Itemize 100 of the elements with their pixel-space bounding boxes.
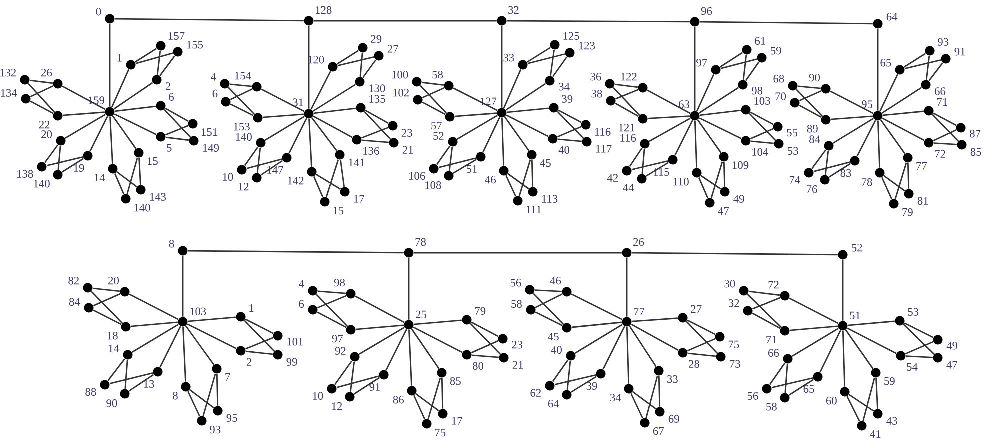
node-label: 58: [432, 70, 444, 79]
node-label: 2: [166, 82, 171, 90]
edge-line: [65, 114, 106, 139]
vertex: 149: [189, 136, 220, 152]
edge-line: [504, 116, 530, 152]
edge-line: [62, 86, 106, 110]
vertex: 140: [236, 133, 266, 148]
edge-line: [63, 112, 105, 116]
edge-line: [470, 323, 501, 355]
vertex: 85: [437, 368, 461, 386]
vertex: 4: [299, 280, 318, 296]
vertex: 82: [68, 277, 93, 293]
node-label: 98: [334, 278, 346, 287]
node-label: 110: [674, 178, 689, 186]
node-label: 99: [286, 358, 298, 366]
edge-line: [124, 360, 128, 389]
edge-line: [28, 83, 56, 113]
vertex: 80: [462, 350, 484, 370]
vertex: 45: [548, 323, 572, 341]
edge-line: [881, 177, 893, 200]
vertex: 77: [622, 308, 645, 327]
node-label: 45: [540, 159, 551, 168]
edge-line: [798, 86, 821, 90]
edge-line: [646, 162, 670, 177]
edge-line: [876, 378, 878, 409]
edge-line: [308, 119, 312, 167]
edge-line: [355, 296, 405, 324]
vertex: 15: [134, 148, 158, 166]
node-label: 66: [935, 88, 946, 96]
edge-line: [845, 330, 874, 370]
node-label: 103: [190, 308, 206, 316]
vertex: 5: [156, 132, 172, 152]
edge-line: [904, 322, 934, 338]
edge-line: [246, 350, 274, 356]
vertex: 59: [871, 368, 895, 386]
node-label: 32: [728, 299, 740, 308]
edge-line: [674, 120, 694, 156]
vertex: 26: [622, 238, 644, 258]
edge-line: [216, 374, 219, 406]
edge-line: [420, 85, 448, 114]
node-label: 153: [234, 123, 250, 131]
node-label: 95: [226, 414, 238, 422]
edge-line: [501, 118, 505, 166]
edge-line: [507, 108, 549, 114]
edge-line: [699, 118, 742, 140]
edge-line: [698, 87, 740, 114]
node-label: 121: [619, 124, 635, 132]
edge-line: [907, 163, 910, 189]
edge-line: [310, 71, 332, 110]
edge-line: [820, 330, 842, 373]
edge-line: [336, 50, 360, 65]
node-label: 6: [212, 90, 218, 98]
node-label: 39: [586, 382, 598, 390]
node-label: 18: [108, 332, 118, 340]
edge-line: [202, 374, 216, 416]
node-label: 65: [880, 59, 892, 67]
edge-line: [350, 362, 356, 392]
edge-line: [256, 148, 262, 174]
vertex: 30: [724, 280, 749, 296]
vertex: 89: [807, 115, 831, 133]
vertex: 92: [335, 347, 360, 362]
edge-line: [114, 114, 157, 136]
edge-line: [882, 87, 922, 114]
edge-line: [630, 393, 644, 419]
edge-line: [894, 162, 908, 200]
edge-line: [58, 146, 62, 170]
edge-line: [228, 87, 255, 115]
edge-line: [230, 84, 252, 88]
node-label: 136: [364, 147, 380, 155]
vertex: 22: [39, 111, 63, 129]
vertex: 78: [862, 168, 885, 186]
edge-line: [188, 250, 404, 254]
vertex: 79: [462, 307, 486, 325]
node-label: 142: [288, 177, 304, 185]
node-label: 90: [809, 74, 820, 82]
edge-line: [354, 377, 380, 395]
edge-line: [260, 160, 284, 176]
node-label: 46: [550, 277, 562, 285]
vertex: 34: [610, 384, 634, 402]
node-label: 85: [450, 377, 461, 386]
edge-line: [416, 393, 440, 412]
vertex: 120: [308, 56, 338, 72]
edge-line: [934, 142, 957, 146]
edge-line: [789, 298, 839, 324]
edge-line: [531, 160, 534, 187]
vertex: 73: [716, 352, 740, 368]
node-label: 12: [238, 183, 249, 191]
node-label: 55: [787, 129, 798, 137]
vertex: 87: [956, 123, 981, 138]
vertex: 95: [862, 100, 883, 121]
edge-line: [30, 86, 54, 98]
vertex: 2: [152, 75, 171, 90]
node-label: 149: [203, 144, 220, 152]
edge-line: [535, 312, 563, 326]
edge-line: [847, 328, 897, 354]
edge-line: [314, 20, 497, 22]
node-label: 97: [696, 59, 708, 67]
vertex: 70: [776, 92, 800, 108]
edge-line: [506, 175, 516, 197]
node-label: 38: [592, 90, 602, 98]
